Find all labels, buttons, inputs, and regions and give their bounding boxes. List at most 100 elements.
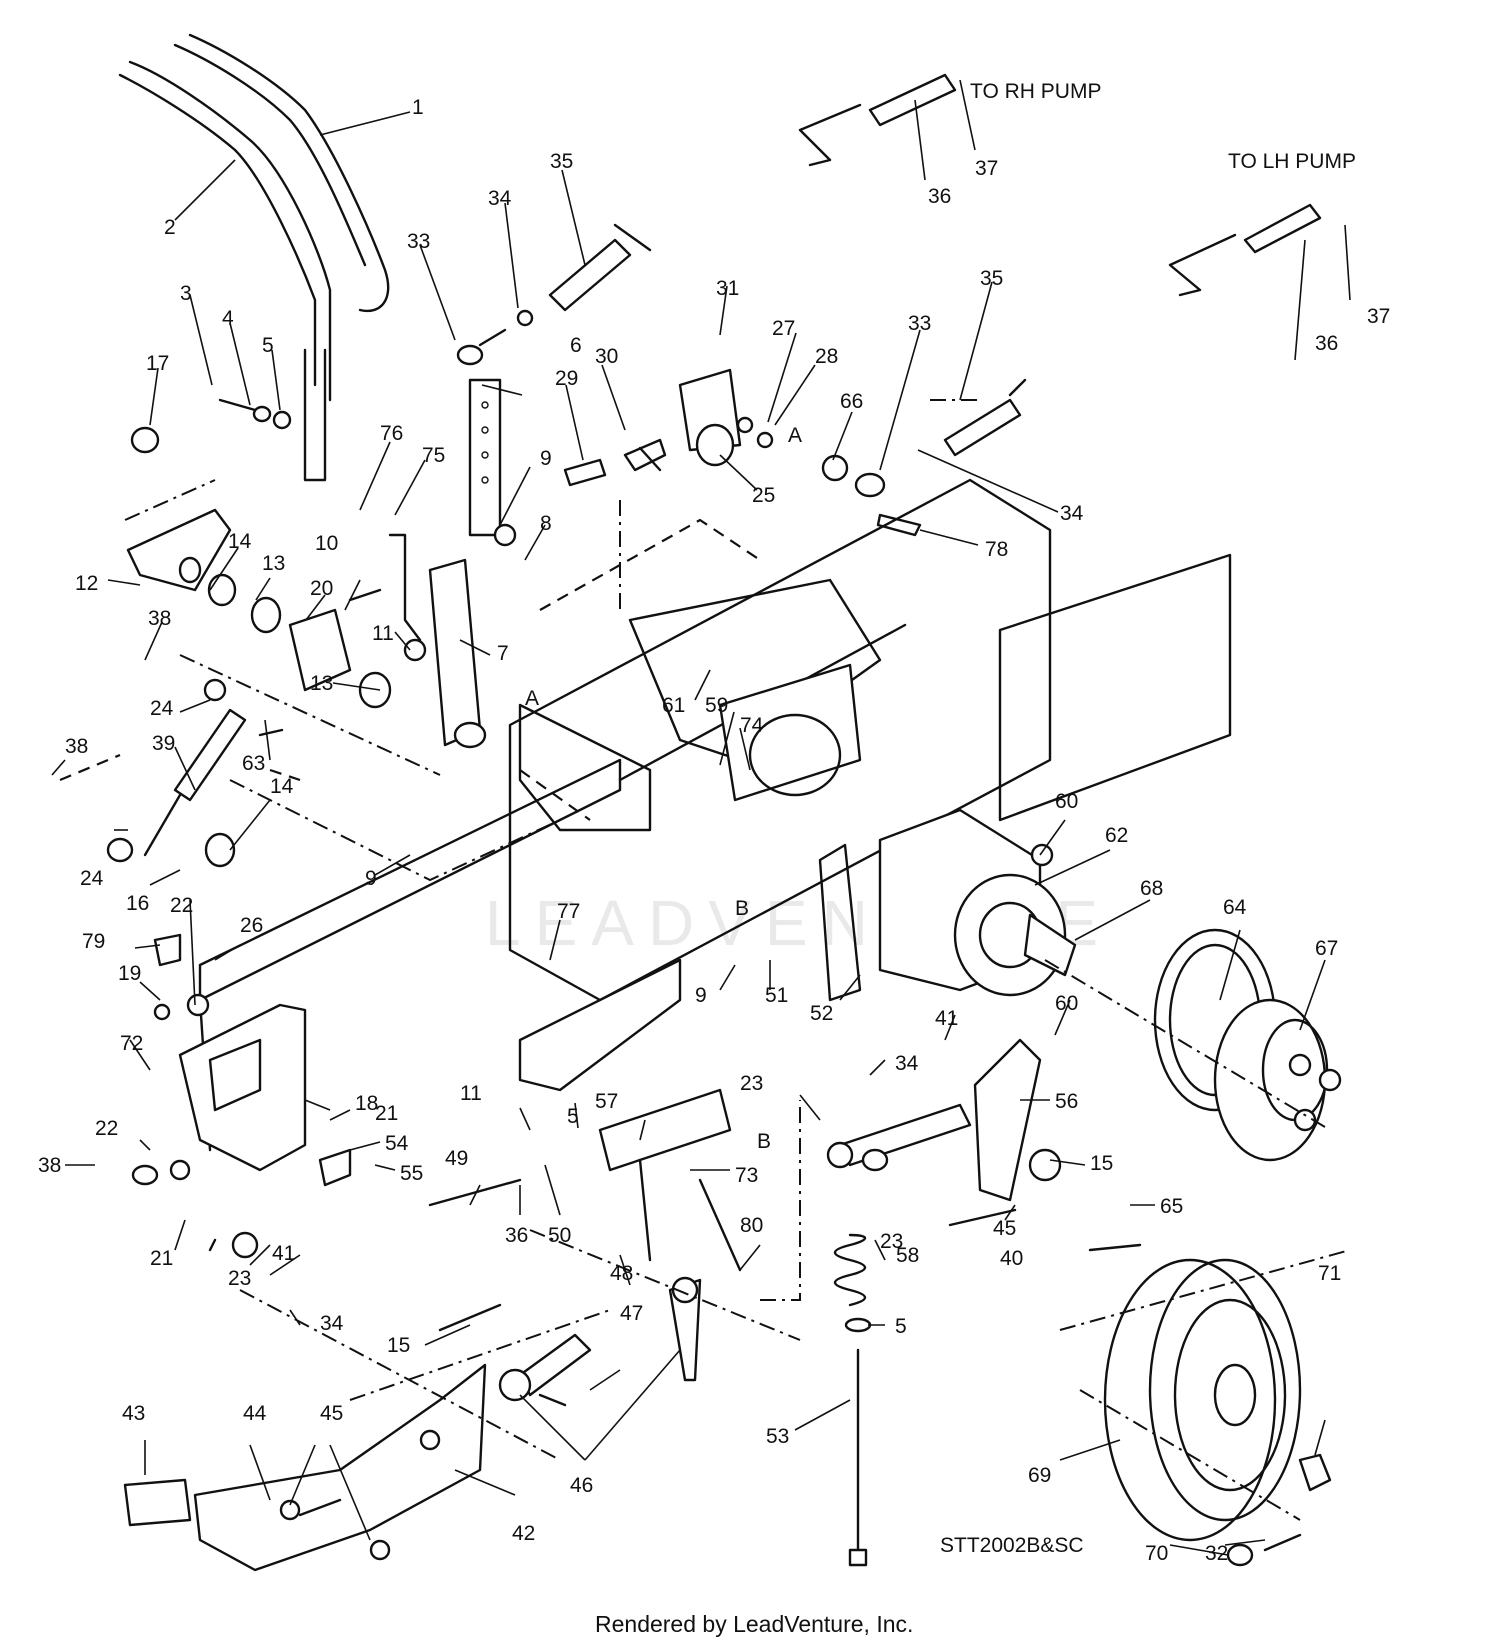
callout-label: 34 bbox=[1060, 502, 1084, 525]
callout-label: 76 bbox=[380, 422, 403, 445]
callout-label: 23 bbox=[228, 1267, 251, 1290]
callout-label: 19 bbox=[118, 962, 141, 985]
callout-label: 50 bbox=[548, 1224, 571, 1247]
callout-label: 9 bbox=[695, 984, 707, 1007]
callout-label: 64 bbox=[1223, 896, 1247, 919]
callout-label: 35 bbox=[980, 267, 1003, 290]
ref-letter-a: A bbox=[788, 424, 802, 447]
transaxle bbox=[818, 808, 1077, 1002]
callout-label: 46 bbox=[570, 1474, 593, 1497]
callout-label: 12 bbox=[75, 572, 98, 595]
callout-label: 79 bbox=[82, 930, 105, 953]
ref-letter-b: B bbox=[735, 897, 749, 920]
callout-label: 21 bbox=[375, 1102, 398, 1125]
callout-label: 9 bbox=[540, 447, 552, 470]
callout-label: 29 bbox=[555, 367, 578, 390]
brake-lever-links bbox=[428, 1038, 1062, 1407]
callout-label: 4 bbox=[222, 307, 234, 330]
callout-label: 10 bbox=[315, 532, 338, 555]
callout-label: 51 bbox=[765, 984, 788, 1007]
callout-label: 57 bbox=[595, 1090, 618, 1113]
callout-label: 9 bbox=[365, 867, 377, 890]
callout-label: 49 bbox=[445, 1147, 468, 1170]
callout-label: 63 bbox=[242, 752, 265, 775]
callout-label: 73 bbox=[735, 1164, 758, 1187]
callout-label: 60 bbox=[1055, 992, 1078, 1015]
callout-label: 54 bbox=[385, 1132, 409, 1155]
callout-label: 28 bbox=[815, 345, 838, 368]
ref-letter-a: A bbox=[525, 687, 539, 710]
callout-label: 72 bbox=[120, 1032, 143, 1055]
callout-label: 45 bbox=[320, 1402, 343, 1425]
callout-label: 20 bbox=[310, 577, 333, 600]
callout-label: 18 bbox=[355, 1092, 378, 1115]
callout-label: 48 bbox=[610, 1262, 633, 1285]
callout-label: 42 bbox=[512, 1522, 535, 1545]
callout-label: 61 bbox=[662, 694, 685, 717]
callout-label: 15 bbox=[387, 1334, 410, 1357]
top-rods bbox=[548, 73, 1322, 457]
callout-label: 38 bbox=[148, 607, 171, 630]
callout-label: 34 bbox=[320, 1312, 344, 1335]
control-handles bbox=[118, 33, 390, 482]
callout-label: 16 bbox=[126, 892, 149, 915]
callout-label: 43 bbox=[122, 1402, 145, 1425]
callout-label: 22 bbox=[95, 1117, 118, 1140]
callout-label: 37 bbox=[975, 157, 998, 180]
callout-label: 59 bbox=[705, 694, 728, 717]
callout-label: 13 bbox=[310, 672, 333, 695]
callout-label: 37 bbox=[1367, 305, 1390, 328]
callout-label: 14 bbox=[270, 775, 294, 798]
callout-label: 69 bbox=[1028, 1464, 1051, 1487]
foot-pedal bbox=[123, 1363, 487, 1572]
caption-to-rh-pump: TO RH PUMP bbox=[970, 80, 1101, 103]
callout-label: 47 bbox=[620, 1302, 643, 1325]
callout-label: 41 bbox=[935, 1007, 958, 1030]
callout-label: 15 bbox=[1090, 1152, 1113, 1175]
callout-label: 34 bbox=[488, 187, 512, 210]
small-hardware bbox=[130, 309, 922, 547]
callout-label: 31 bbox=[716, 277, 739, 300]
callout-label: 45 bbox=[993, 1217, 1016, 1240]
callout-label: 40 bbox=[1000, 1247, 1023, 1270]
callout-labels: 1 2 3 4 5 17 33 34 35 31 27 30 28 6 29 6… bbox=[38, 96, 1390, 1565]
gas-spring bbox=[106, 678, 284, 868]
callout-label: 65 bbox=[1160, 1195, 1183, 1218]
callout-label: 77 bbox=[557, 900, 580, 923]
callout-label: 68 bbox=[1140, 877, 1163, 900]
callout-label: 14 bbox=[228, 530, 252, 553]
callout-label: 25 bbox=[752, 484, 775, 507]
callout-label: 53 bbox=[766, 1425, 789, 1448]
callout-label: 11 bbox=[460, 1082, 482, 1105]
callout-label: 11 bbox=[372, 622, 394, 645]
callout-label: 6 bbox=[570, 334, 582, 357]
callout-label: 71 bbox=[1318, 1262, 1341, 1285]
ref-letter-b: B bbox=[757, 1130, 771, 1153]
callout-label: 13 bbox=[262, 552, 285, 575]
main-frame bbox=[198, 478, 1232, 1152]
wheel bbox=[1103, 1258, 1332, 1567]
callout-label: 55 bbox=[400, 1162, 423, 1185]
callout-label: 44 bbox=[243, 1402, 267, 1425]
callout-label: 36 bbox=[928, 185, 951, 208]
callout-label: 58 bbox=[896, 1244, 919, 1267]
callout-label: 70 bbox=[1145, 1542, 1168, 1565]
leader-lines bbox=[51, 79, 1351, 1556]
callout-label: 62 bbox=[1105, 824, 1128, 847]
callout-label: 5 bbox=[567, 1105, 579, 1128]
callout-label: 33 bbox=[908, 312, 931, 335]
callout-label: 23 bbox=[880, 1230, 903, 1253]
callout-label: 75 bbox=[422, 444, 445, 467]
callout-label: 80 bbox=[740, 1214, 763, 1237]
reference-letters: A A B B bbox=[525, 424, 802, 1153]
brake-band-drum bbox=[1153, 928, 1342, 1162]
callout-label: 26 bbox=[240, 914, 263, 937]
callout-label: 41 bbox=[272, 1242, 295, 1265]
callout-label: 38 bbox=[38, 1154, 61, 1177]
diagram-id: STT2002B&SC bbox=[940, 1534, 1084, 1557]
callout-label: 66 bbox=[840, 390, 863, 413]
callout-label: 56 bbox=[1055, 1090, 1078, 1113]
callout-label: 23 bbox=[740, 1072, 763, 1095]
callout-label: 78 bbox=[985, 538, 1008, 561]
